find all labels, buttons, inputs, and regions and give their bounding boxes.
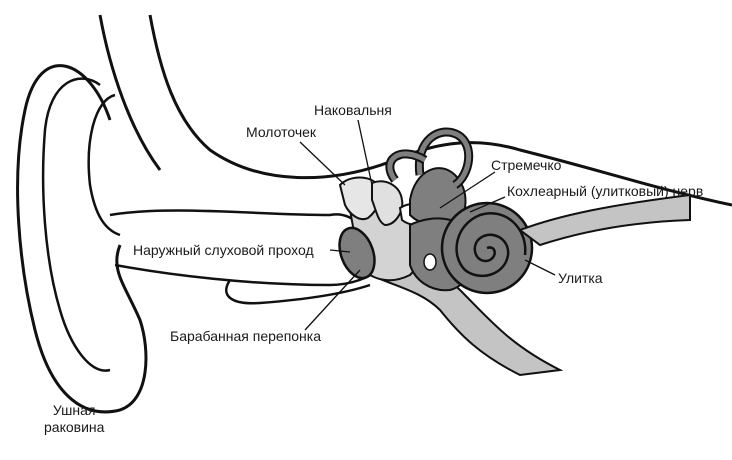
ear-canal-label: Наружный слуховой проход bbox=[133, 242, 314, 258]
semicircular-canal-1-fill bbox=[416, 129, 472, 188]
pinna-outer bbox=[16, 64, 148, 414]
stapes-label: Стремечко bbox=[491, 157, 562, 173]
cochlear-nerve-label: Кохлеарный (улитковый) нерв bbox=[507, 183, 704, 199]
ear-canal-wall-upper bbox=[109, 209, 361, 226]
ear-canal-inner-loop bbox=[225, 279, 371, 305]
jaw-outline bbox=[98, 14, 162, 171]
cochlear-nerve bbox=[517, 193, 691, 247]
cochlea-label: Улитка bbox=[558, 270, 603, 286]
pinna-label-line2: раковина bbox=[44, 419, 105, 435]
cochlea-spiral bbox=[455, 212, 527, 278]
ear-canal-wall-lower bbox=[114, 263, 381, 287]
pinna-label: Ушная раковина bbox=[44, 402, 104, 436]
round-window bbox=[423, 253, 437, 271]
incus-label: Наковальня bbox=[314, 102, 392, 118]
incus bbox=[371, 180, 404, 227]
pinna-antihelix bbox=[87, 93, 121, 237]
pinna-label-line1: Ушная bbox=[52, 402, 96, 418]
malleus-label: Молоточек bbox=[246, 124, 317, 140]
semicircular-canal-2-fill bbox=[387, 151, 427, 182]
eardrum bbox=[338, 226, 376, 280]
pinna-inner-fold bbox=[41, 77, 111, 372]
eardrum-label: Барабанная перепонка bbox=[170, 328, 322, 344]
leader-lines bbox=[299, 119, 556, 331]
